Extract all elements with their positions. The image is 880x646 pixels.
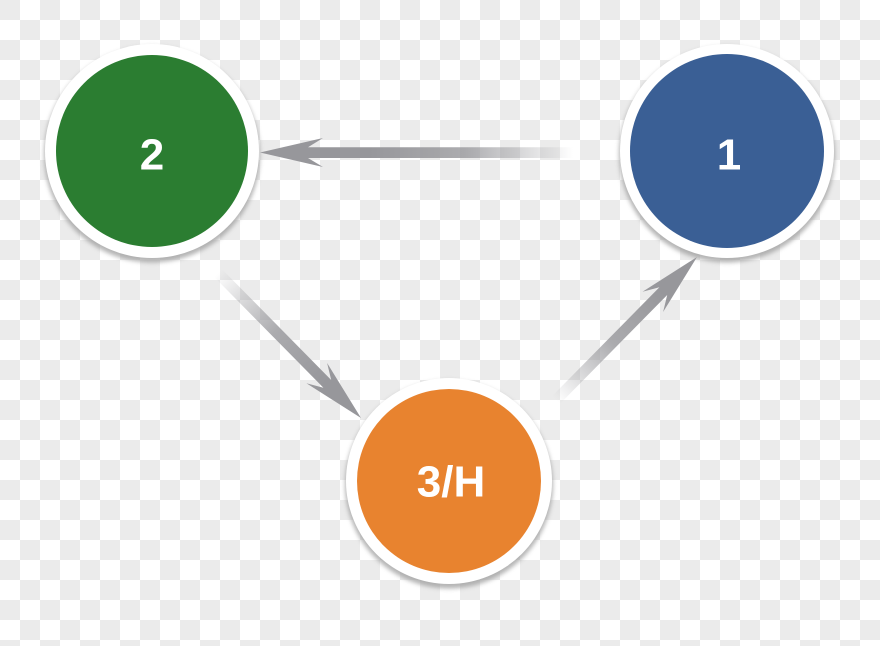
- node-3h: 3/H: [345, 378, 553, 589]
- node-3h-label: 3/H: [417, 457, 485, 506]
- edges: [214, 138, 697, 418]
- node-2-label: 2: [140, 130, 164, 179]
- edge-arrow-1-to-2: [260, 138, 573, 167]
- node-1-label: 1: [717, 130, 741, 179]
- node-2-circle: [56, 55, 248, 247]
- edge-arrow-3h-to-1: [552, 257, 697, 404]
- node-1: 1: [619, 44, 835, 263]
- node-2: 2: [44, 44, 260, 263]
- node-1-circle: [630, 54, 824, 248]
- edge-arrow-2-to-3h: [214, 269, 361, 418]
- node-3h-circle: [357, 389, 541, 573]
